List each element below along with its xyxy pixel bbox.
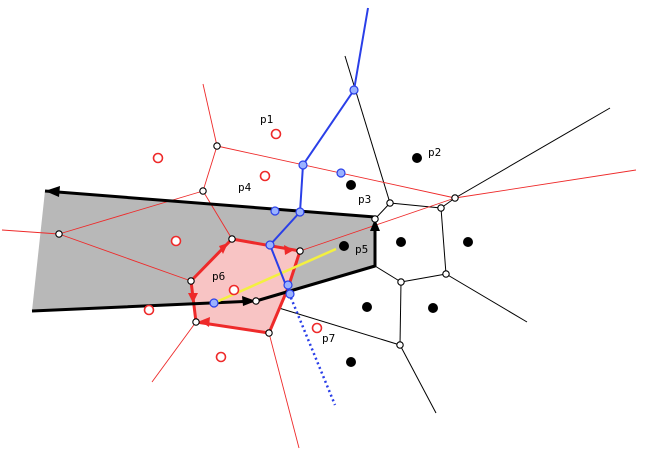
label-p3: p3 [358,193,371,206]
traversal-path [31,189,377,313]
voronoi-vertices [55,142,459,349]
p6-cell-direction-arrows [188,243,294,327]
blue-path-dotted-extension [287,292,337,406]
label-p7: p7 [322,332,335,345]
traversal-arrowheads [45,186,380,306]
label-p6: p6 [212,270,225,283]
black-sites [339,153,473,367]
blue-path [268,7,369,294]
label-p5: p5 [355,243,368,256]
label-p4: p4 [238,181,252,194]
label-p2: p2 [428,146,441,159]
blue-vertices [209,85,359,308]
label-p1: p1 [260,113,273,126]
red-voronoi-edges [1,83,637,449]
red-sites [143,128,323,363]
